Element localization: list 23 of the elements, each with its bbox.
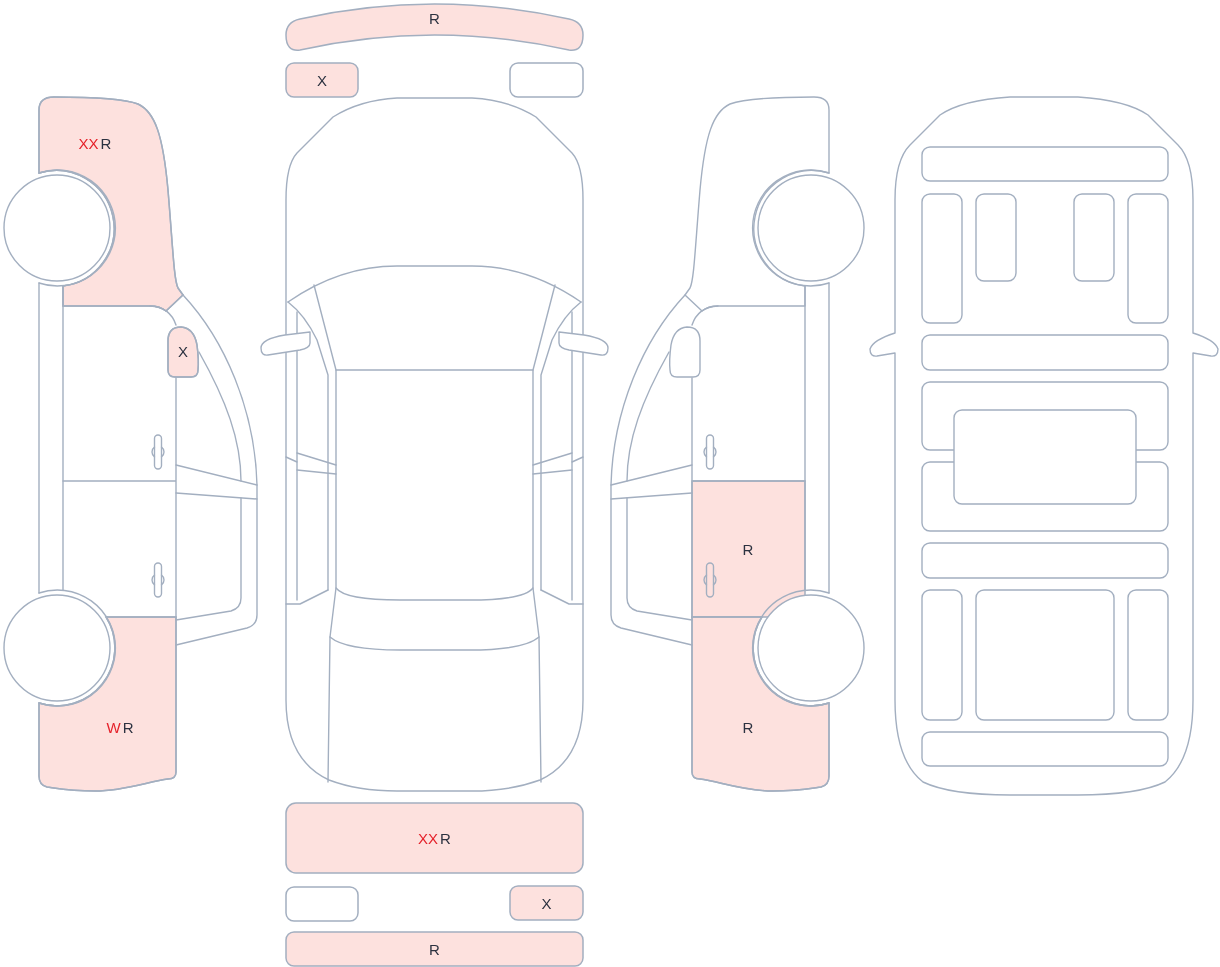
taillight-panel (509, 885, 584, 921)
door-panel (691, 480, 806, 618)
damage-code: XX (418, 830, 439, 846)
damage-code: R (122, 719, 134, 735)
damage-code: R (742, 719, 754, 735)
rear-panel (285, 802, 584, 874)
damage-code: XX (78, 135, 99, 151)
damage-code: X (541, 895, 552, 911)
damage-code: R (429, 10, 440, 26)
damage-code: R (440, 830, 451, 846)
bumper-panel (285, 931, 584, 967)
fender-panel (690, 615, 831, 793)
damage-code: R (100, 135, 112, 151)
damage-code: R (429, 941, 440, 957)
headlight-panel (285, 62, 359, 98)
damage-code: W (106, 719, 121, 735)
fender-panel (37, 615, 178, 793)
damage-code: X (317, 72, 327, 88)
headlight-panel (509, 62, 584, 98)
bumper-panel (284, 0, 585, 54)
damage-code: X (178, 343, 188, 359)
taillight-panel (285, 886, 359, 922)
damage-code: R (742, 541, 754, 557)
